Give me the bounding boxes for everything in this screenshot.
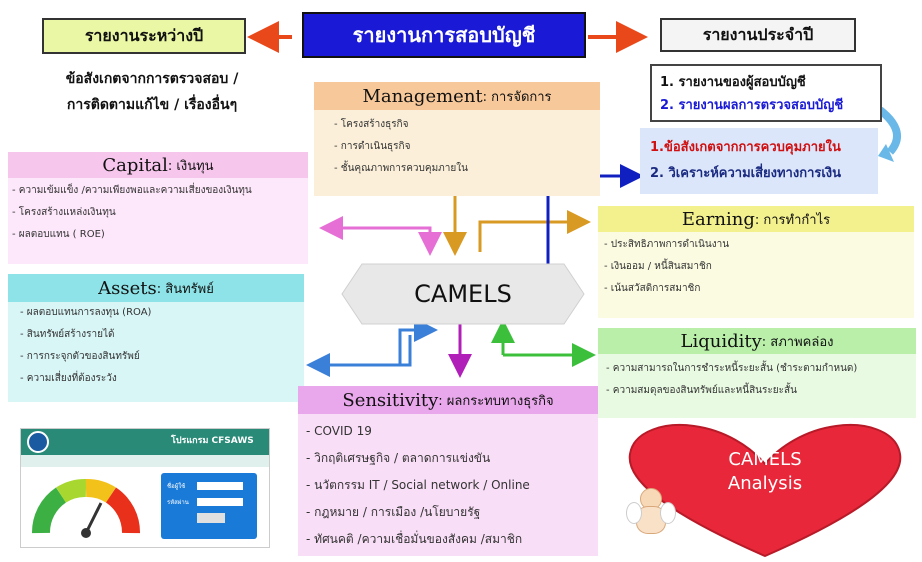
login-username-label: ชื่อผู้ใช้	[167, 483, 186, 490]
management-panel: Management : การจัดการ โครงสร้างธุรกิจ ก…	[314, 82, 600, 196]
earning-title: Earning : การทำกำไร	[598, 206, 914, 232]
sensitivity-letter: Sensitivity	[342, 389, 439, 411]
assets-letter: Assets	[98, 277, 157, 299]
heart-text: CAMELS Analysis	[620, 448, 910, 496]
management-thai: : การจัดการ	[482, 89, 552, 105]
interim-note-line-1: ข้อสังเกตจากการตรวจสอบ /	[65, 71, 239, 87]
capital-panel: Capital : เงินทุน ความเข้มแข็ง /ความเพีย…	[8, 152, 308, 264]
assets-thai: : สินทรัพย์	[156, 281, 214, 297]
sensitivity-panel: Sensitivity : ผลกระทบทางธุรกิจ COVID 19 …	[298, 386, 598, 556]
earning-item: เงินออม / หนี้สินสมาชิก	[604, 256, 914, 278]
program-login-form: ชื่อผู้ใช้ รหัสผ่าน	[161, 473, 257, 539]
login-password-input[interactable]	[197, 498, 243, 506]
sensitivity-item: วิกฤติเศรษฐกิจ / ตลาดการแข่งขัน	[306, 445, 598, 472]
interim-note: ข้อสังเกตจากการตรวจสอบ / การติดตามแก้ไข …	[22, 66, 282, 118]
capital-letter: Capital	[102, 154, 168, 176]
program-subbar	[21, 455, 269, 467]
program-header	[21, 429, 269, 455]
annual-item-2: 2. รายงานผลการตรวจสอบบัญชี	[660, 98, 844, 113]
liquidity-thai: : สภาพคล่อง	[761, 334, 834, 350]
camels-hexagon-shape	[341, 263, 585, 325]
earning-panel: Earning : การทำกำไร ประสิทธิภาพการดำเนิน…	[598, 206, 914, 318]
arrow-capital-in	[319, 216, 432, 252]
capital-item: โครงสร้างแหล่งเงินทุน	[12, 202, 308, 224]
management-item: โครงสร้างธุรกิจ	[334, 114, 600, 136]
annual-items: 1. รายงานของผู้สอบบัญชี 2. รายงานผลการตร…	[650, 64, 882, 122]
interim-report-box: รายงานระหว่างปี	[42, 18, 246, 54]
arrow-assets-left	[306, 335, 412, 377]
annual-sub-items: 1.ข้อสังเกตจากการควบคุมภายใน 2. วิเคราะห…	[640, 128, 878, 194]
cupid-icon	[626, 488, 676, 540]
annual-sub-item-2: 2. วิเคราะห์ความเสี่ยงทางการเงิน	[650, 166, 842, 181]
liquidity-letter: Liquidity	[680, 330, 762, 352]
management-item: ชั้นคุณภาพการควบคุมภายใน	[334, 158, 600, 180]
annual-item-1: 1. รายงานของผู้สอบบัญชี	[660, 75, 806, 90]
sensitivity-item: กฎหมาย / การเมือง /นโยบายรัฐ	[306, 499, 598, 526]
management-title: Management : การจัดการ	[314, 82, 600, 110]
assets-item: ความเสี่ยงที่ต้องระวัง	[20, 368, 304, 390]
gauge-icon	[32, 479, 140, 538]
capital-item: ผลตอบแทน ( ROE)	[12, 224, 308, 246]
assets-item: ผลตอบแทนการลงทุน (ROA)	[20, 302, 304, 324]
arrow-capital-down	[330, 226, 442, 256]
earning-item: เน้นสวัสดิการสมาชิก	[604, 278, 914, 300]
interim-report-label: รายงานระหว่างปี	[84, 25, 204, 45]
page-title: รายงานการสอบบัญชี	[302, 12, 586, 58]
camels-center-text: CAMELS	[414, 280, 512, 308]
login-button[interactable]	[197, 513, 225, 523]
arrow-earning	[478, 210, 591, 252]
sensitivity-item: COVID 19	[306, 418, 598, 445]
annual-report-box: รายงานประจำปี	[660, 18, 856, 52]
heart-text-line-2: Analysis	[727, 473, 803, 494]
sensitivity-title: Sensitivity : ผลกระทบทางธุรกิจ	[298, 386, 598, 414]
login-password-label: รหัสผ่าน	[167, 499, 189, 506]
program-screenshot: โปรแกรม CFSAWS ชื่อผู้ใช้ รหัสผ่าน	[20, 428, 270, 548]
capital-thai: : เงินทุน	[167, 158, 214, 174]
arrow-assets-up	[398, 318, 438, 365]
capital-title: Capital : เงินทุน	[8, 152, 308, 178]
camels-center: CAMELS	[340, 262, 586, 326]
page-title-text: รายงานการสอบบัญชี	[352, 23, 536, 47]
annual-sub-item-1: 1.ข้อสังเกตจากการควบคุมภายใน	[650, 140, 841, 155]
sensitivity-item: ทัศนคติ /ความเชื่อมั่นของสังคม /สมาชิก	[306, 526, 598, 553]
earning-letter: Earning	[681, 208, 755, 230]
earning-thai: : การทำกำไร	[754, 212, 831, 228]
heart-text-line-1: CAMELS	[728, 449, 802, 470]
program-title: โปรแกรม CFSAWS	[171, 436, 254, 446]
assets-item: การกระจุกตัวของสินทรัพย์	[20, 346, 304, 368]
management-item: การดำเนินธุรกิจ	[334, 136, 600, 158]
liquidity-item: ความสามารถในการชำระหนี้ระยะสั้น (ชำระตาม…	[606, 358, 916, 380]
earning-item: ประสิทธิภาพการดำเนินงาน	[604, 234, 914, 256]
program-logo-icon	[27, 431, 49, 453]
liquidity-panel: Liquidity : สภาพคล่อง ความสามารถในการชำร…	[598, 328, 916, 418]
annual-report-label: รายงานประจำปี	[702, 24, 814, 44]
curved-arrow	[877, 106, 902, 155]
sensitivity-thai: : ผลกระทบทางธุรกิจ	[438, 393, 554, 409]
heart-shape	[628, 424, 902, 558]
assets-title: Assets : สินทรัพย์	[8, 274, 304, 302]
liquidity-title: Liquidity : สภาพคล่อง	[598, 328, 916, 354]
interim-note-line-2: การติดตามแก้ไข / เรื่องอื่นๆ	[66, 97, 238, 113]
assets-panel: Assets : สินทรัพย์ ผลตอบแทนการลงทุน (ROA…	[8, 274, 304, 402]
liquidity-item: ความสมดุลของสินทรัพย์และหนี้สินระยะสั้น	[606, 380, 916, 402]
management-letter: Management	[362, 85, 483, 107]
assets-item: สินทรัพย์สร้างรายได้	[20, 324, 304, 346]
capital-item: ความเข้มแข็ง /ความเพียงพอและความเสี่ยงขอ…	[12, 180, 308, 202]
login-username-input[interactable]	[197, 482, 243, 490]
sensitivity-item: นวัตกรรม IT / Social network / Online	[306, 472, 598, 499]
